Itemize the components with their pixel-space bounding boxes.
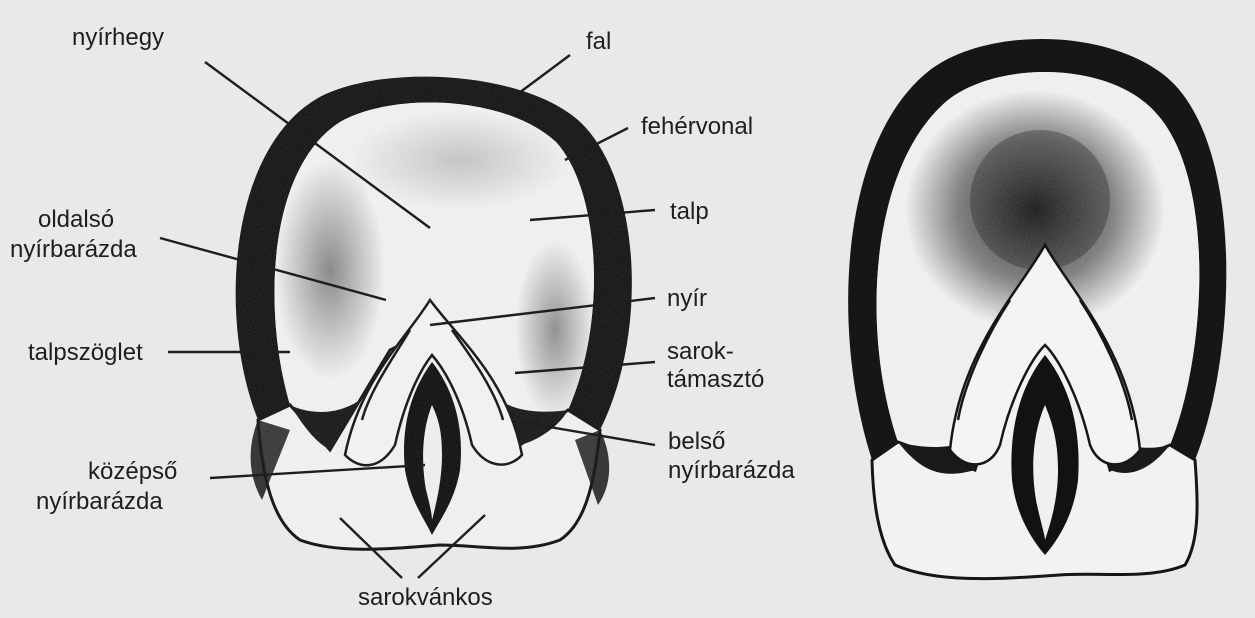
label-sarokvankos: sarokvánkos xyxy=(358,584,493,611)
label-sarok-line2: támasztó xyxy=(667,366,764,393)
left-hoof xyxy=(236,77,632,550)
leader-fal xyxy=(515,55,570,96)
label-kozepso-line1: középső xyxy=(88,458,177,485)
label-oldalso-line2: nyírbarázda xyxy=(10,236,137,263)
right-hoof xyxy=(848,39,1226,579)
label-nyirhegy: nyírhegy xyxy=(72,24,164,51)
label-talp: talp xyxy=(670,198,709,225)
label-sarok-line1: sarok- xyxy=(667,338,734,365)
label-nyir: nyír xyxy=(667,285,707,312)
label-fal: fal xyxy=(586,28,611,55)
label-oldalso-line1: oldalsó xyxy=(38,206,114,233)
label-belso-line1: belső xyxy=(668,428,725,455)
label-kozepso-line2: nyírbarázda xyxy=(36,488,163,515)
label-belso-line2: nyírbarázda xyxy=(668,457,795,484)
label-talpszoglet: talpszöglet xyxy=(28,339,143,366)
label-feherv: fehérvonal xyxy=(641,113,753,140)
